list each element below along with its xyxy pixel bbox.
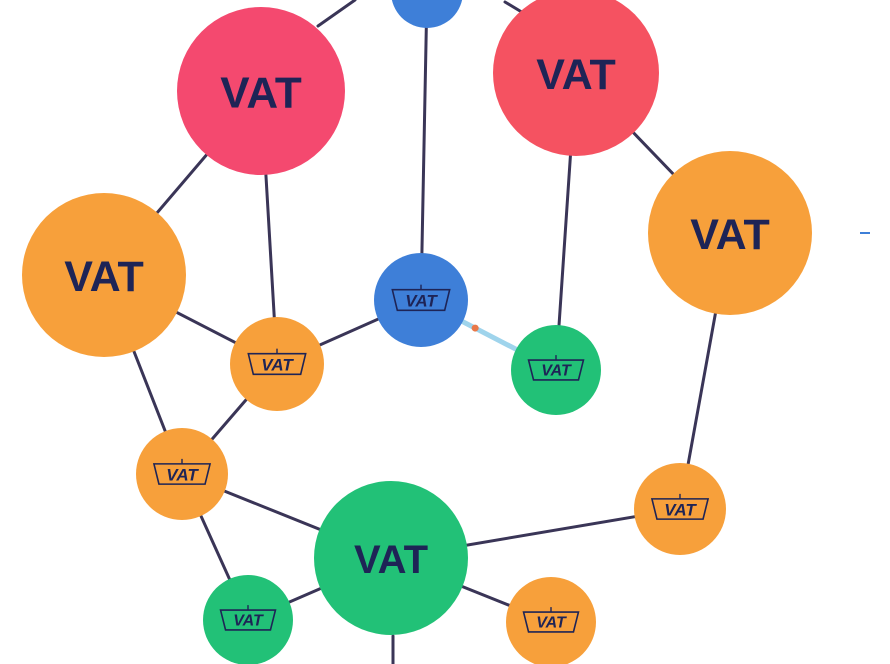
node-blue-center: VAT [374, 253, 468, 347]
node-label: VAT [664, 501, 697, 520]
node-circle [22, 193, 186, 357]
node-label: VAT [405, 292, 438, 311]
tag-badge-icon [152, 463, 212, 485]
node-orange-mid-left: VAT [230, 317, 324, 411]
tag-badge-icon [391, 288, 451, 312]
edge-pink-to-offscreen [316, 0, 357, 28]
tag-badge-icon [650, 498, 710, 520]
node-circle [203, 575, 293, 664]
tag-badge-icon [247, 352, 307, 376]
node-orange-right: VAT [648, 151, 812, 315]
node-orange-bottom-right: VAT [506, 577, 596, 664]
nodes-layer: VAT VAT VAT VAT VAT VAT VAT VAT VAT VAT VAT VAT [22, 0, 812, 664]
node-red-top-right: VAT [493, 0, 659, 156]
node-circle [177, 7, 345, 175]
node-circle [634, 463, 726, 555]
node-circle [391, 0, 463, 28]
node-circle [136, 428, 228, 520]
node-green-big: VAT [314, 481, 468, 635]
node-circle [493, 0, 659, 156]
node-circle [314, 481, 468, 635]
tag-badge-icon [219, 609, 277, 631]
node-circle [648, 151, 812, 315]
node-orange-left: VAT [22, 193, 186, 357]
node-green-center-right: VAT [511, 325, 601, 415]
node-label: VAT [261, 356, 294, 375]
node-circle [506, 577, 596, 664]
tag-badge-icon [522, 611, 580, 633]
node-green-bottom-left: VAT [203, 575, 293, 664]
node-label: VAT [536, 615, 567, 632]
node-orange-lower-left: VAT [136, 428, 228, 520]
node-top-blue [391, 0, 463, 28]
tag-badge-icon [527, 359, 585, 381]
node-circle [374, 253, 468, 347]
node-label: VAT [233, 613, 264, 630]
edge-top-blue-to-blue-center [419, 0, 429, 302]
node-circle [230, 317, 324, 411]
highlight-edge-dot [471, 324, 479, 332]
node-label: VAT [64, 253, 144, 301]
node-label: VAT [220, 69, 302, 118]
node-label: VAT [541, 363, 572, 380]
node-circle [511, 325, 601, 415]
node-orange-lower-right: VAT [634, 463, 726, 555]
node-label: VAT [536, 51, 616, 99]
node-label: VAT [354, 538, 428, 582]
node-pink-top-left: VAT [177, 7, 345, 175]
node-label: VAT [690, 211, 770, 259]
node-label: VAT [166, 466, 199, 485]
